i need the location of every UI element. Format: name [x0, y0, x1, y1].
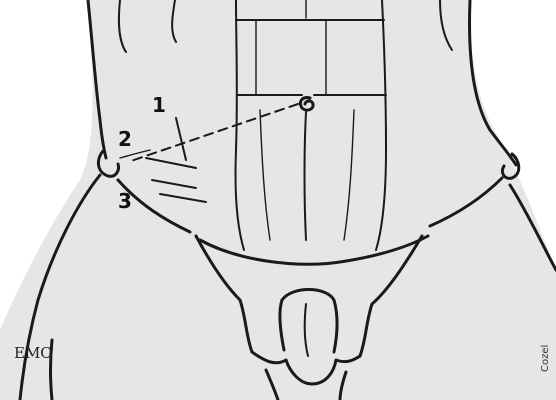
emc-watermark: EMC — [14, 344, 52, 362]
label-1: 1 — [152, 93, 166, 117]
label-3: 3 — [118, 189, 132, 213]
artist-signature: Cozel — [540, 345, 551, 372]
label-2: 2 — [118, 127, 132, 151]
